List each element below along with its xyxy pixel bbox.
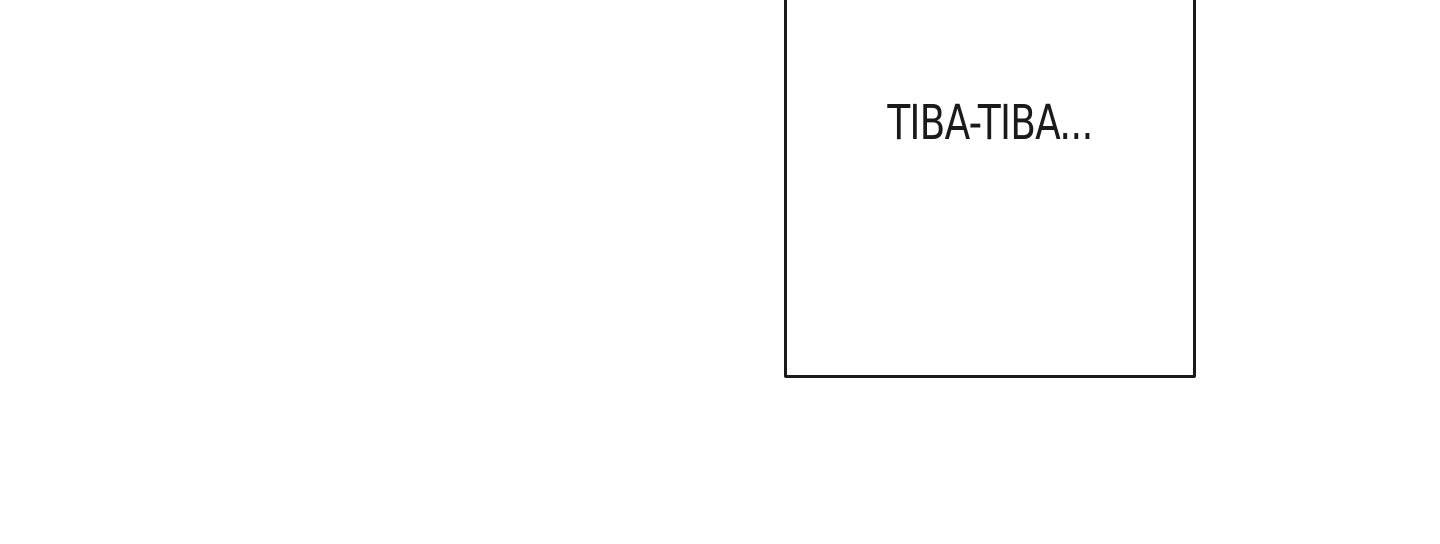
panel-caption: TIBA-TIBA... [887,95,1093,151]
comic-panel: TIBA-TIBA... [784,0,1196,378]
